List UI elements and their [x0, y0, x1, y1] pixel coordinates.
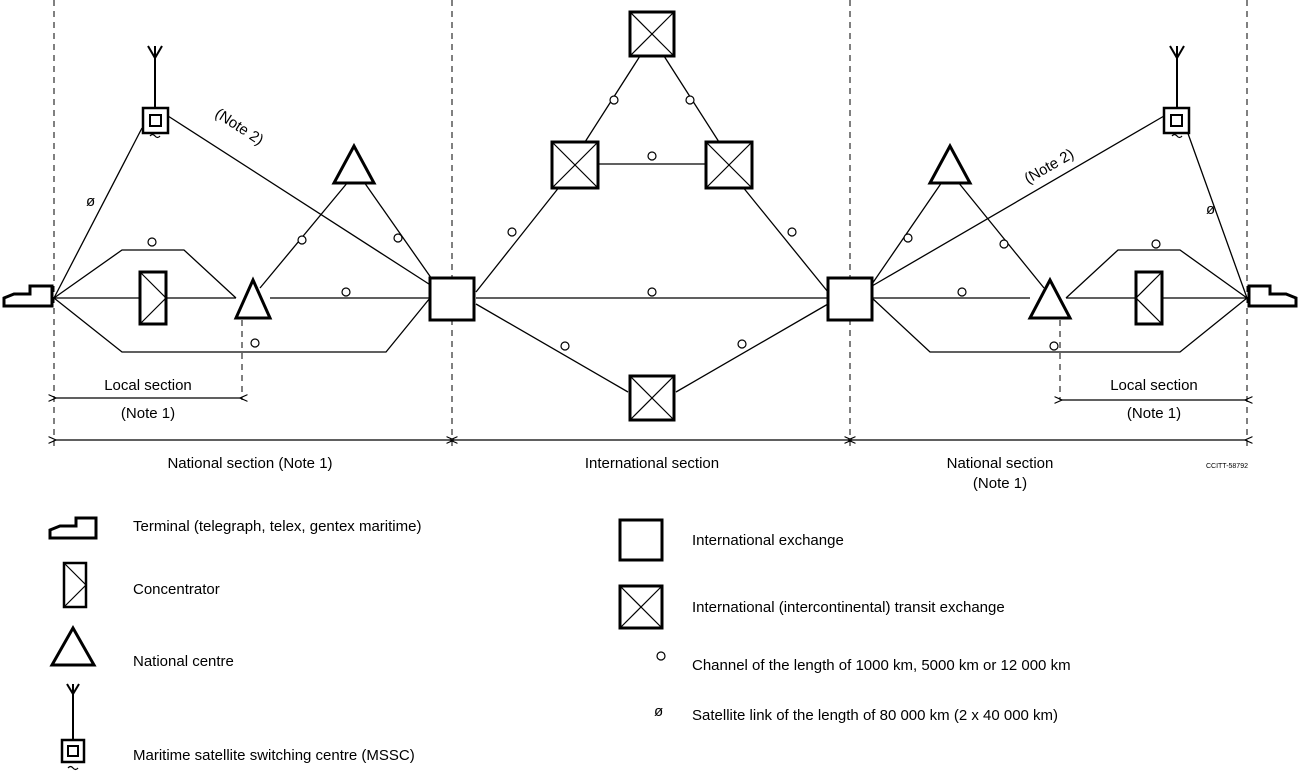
national-section-label-right: National section	[947, 455, 1054, 472]
legend-transit-exchange-icon	[618, 584, 664, 630]
channel-marker	[737, 339, 747, 349]
link-left-exchange-transit-bottom	[475, 303, 629, 393]
figure-reference: CCITT-58792	[1206, 463, 1248, 470]
concentrator-icon-right	[1134, 270, 1164, 326]
link-upper-bypass-right	[1065, 249, 1248, 299]
note2-label-right: (Note 2)	[1022, 146, 1077, 188]
legend-concentrator-label: Concentrator	[133, 581, 220, 598]
legend-channel-icon	[656, 651, 666, 661]
legend-transit-exchange-label: International (intercontinental) transit…	[692, 599, 1005, 616]
channel-marker	[1049, 341, 1059, 351]
legend-international-exchange-icon	[618, 518, 664, 562]
channel-marker	[393, 233, 403, 243]
link-upper-centre-national-right	[957, 181, 1045, 289]
national-centre-icon-left	[233, 276, 273, 320]
link-satellite-terminal-left	[53, 127, 143, 299]
legend-channel-label: Channel of the length of 1000 km, 5000 k…	[692, 657, 1071, 674]
legend-satellite-link-label: Satellite link of the length of 80 000 k…	[692, 707, 1058, 724]
link-satellite-exchange-right	[871, 115, 1165, 287]
link-national-upper-centre-left	[259, 181, 349, 289]
note2-label-left: (Note 2)	[212, 105, 267, 149]
link-right-exchange-transit-bottom	[675, 303, 829, 393]
satellite-link-marker-right: ø	[1206, 201, 1215, 218]
channel-marker	[685, 95, 695, 105]
link-upper-bypass-left	[53, 249, 237, 299]
channel-marker	[297, 235, 307, 245]
channel-marker	[147, 237, 157, 247]
transit-exchange-icon-bottom	[628, 374, 676, 422]
transit-exchange-icon-upper-right	[704, 140, 754, 190]
legend-terminal-label: Terminal (telegraph, telex, gentex marit…	[133, 518, 421, 535]
link-upper-centre-exchange-left	[363, 181, 435, 283]
legend-satellite-icon: ø	[654, 703, 663, 720]
national-centre-icon-right-upper	[927, 142, 973, 185]
legend-national-centre-icon	[49, 624, 97, 667]
legend-terminal-icon	[48, 516, 98, 540]
mssc-icon-left	[141, 45, 170, 139]
link-lower-bypass-right	[871, 297, 1248, 353]
local-section-note-left: (Note 1)	[121, 405, 175, 422]
legend-mssc-icon	[60, 683, 86, 771]
channel-marker	[903, 233, 913, 243]
satellite-link-marker-left: ø	[86, 193, 95, 210]
local-section-label-right: Local section	[1110, 377, 1198, 394]
link-exchange-upper-centre-right	[871, 181, 943, 285]
channel-marker	[787, 227, 797, 237]
link-satellite-exchange-left	[167, 115, 433, 287]
section-boundaries	[53, 0, 1248, 450]
channel-marker	[250, 338, 260, 348]
channel-marker	[647, 287, 657, 297]
local-section-note-right: (Note 1)	[1127, 405, 1181, 422]
channel-marker	[647, 151, 657, 161]
link-left-exchange-transit-upper-left	[475, 185, 561, 293]
mssc-icon-right	[1162, 45, 1191, 139]
international-exchange-icon-right	[826, 276, 874, 322]
channel-marker	[999, 239, 1009, 249]
legend-international-exchange-label: International exchange	[692, 532, 844, 549]
terminal-icon-right	[1247, 284, 1298, 308]
channel-marker	[1151, 239, 1161, 249]
legend-concentrator-icon	[62, 561, 88, 609]
link-right-exchange-transit-upper-right	[741, 185, 829, 293]
legend: Terminal (telegraph, telex, gentex marit…	[48, 516, 1071, 771]
terminal-icon-left	[2, 284, 54, 308]
link-lower-bypass-left	[53, 297, 431, 353]
channel-marker	[957, 287, 967, 297]
transit-exchange-icon-upper-left	[550, 140, 600, 190]
local-section-label-left: Local section	[104, 377, 192, 394]
network-links	[53, 55, 1248, 393]
national-section-note-right: (Note 1)	[973, 475, 1027, 492]
channel-marker	[341, 287, 351, 297]
channel-marker	[609, 95, 619, 105]
international-exchange-icon-left	[428, 276, 476, 322]
transit-exchange-icon-top	[628, 10, 676, 58]
concentrator-icon-left	[138, 270, 168, 326]
legend-national-centre-label: National centre	[133, 653, 234, 670]
national-centre-icon-right	[1027, 276, 1073, 320]
national-section-label-left: National section (Note 1)	[167, 455, 332, 472]
national-centre-icon-left-upper	[331, 142, 377, 185]
international-section-label: International section	[585, 455, 719, 472]
channel-markers	[147, 95, 1161, 351]
legend-mssc-label: Maritime satellite switching centre (MSS…	[133, 747, 415, 764]
channel-marker	[507, 227, 517, 237]
link-satellite-terminal-right	[1185, 127, 1248, 299]
channel-marker	[560, 341, 570, 351]
section-dimension-lines	[56, 398, 1245, 440]
